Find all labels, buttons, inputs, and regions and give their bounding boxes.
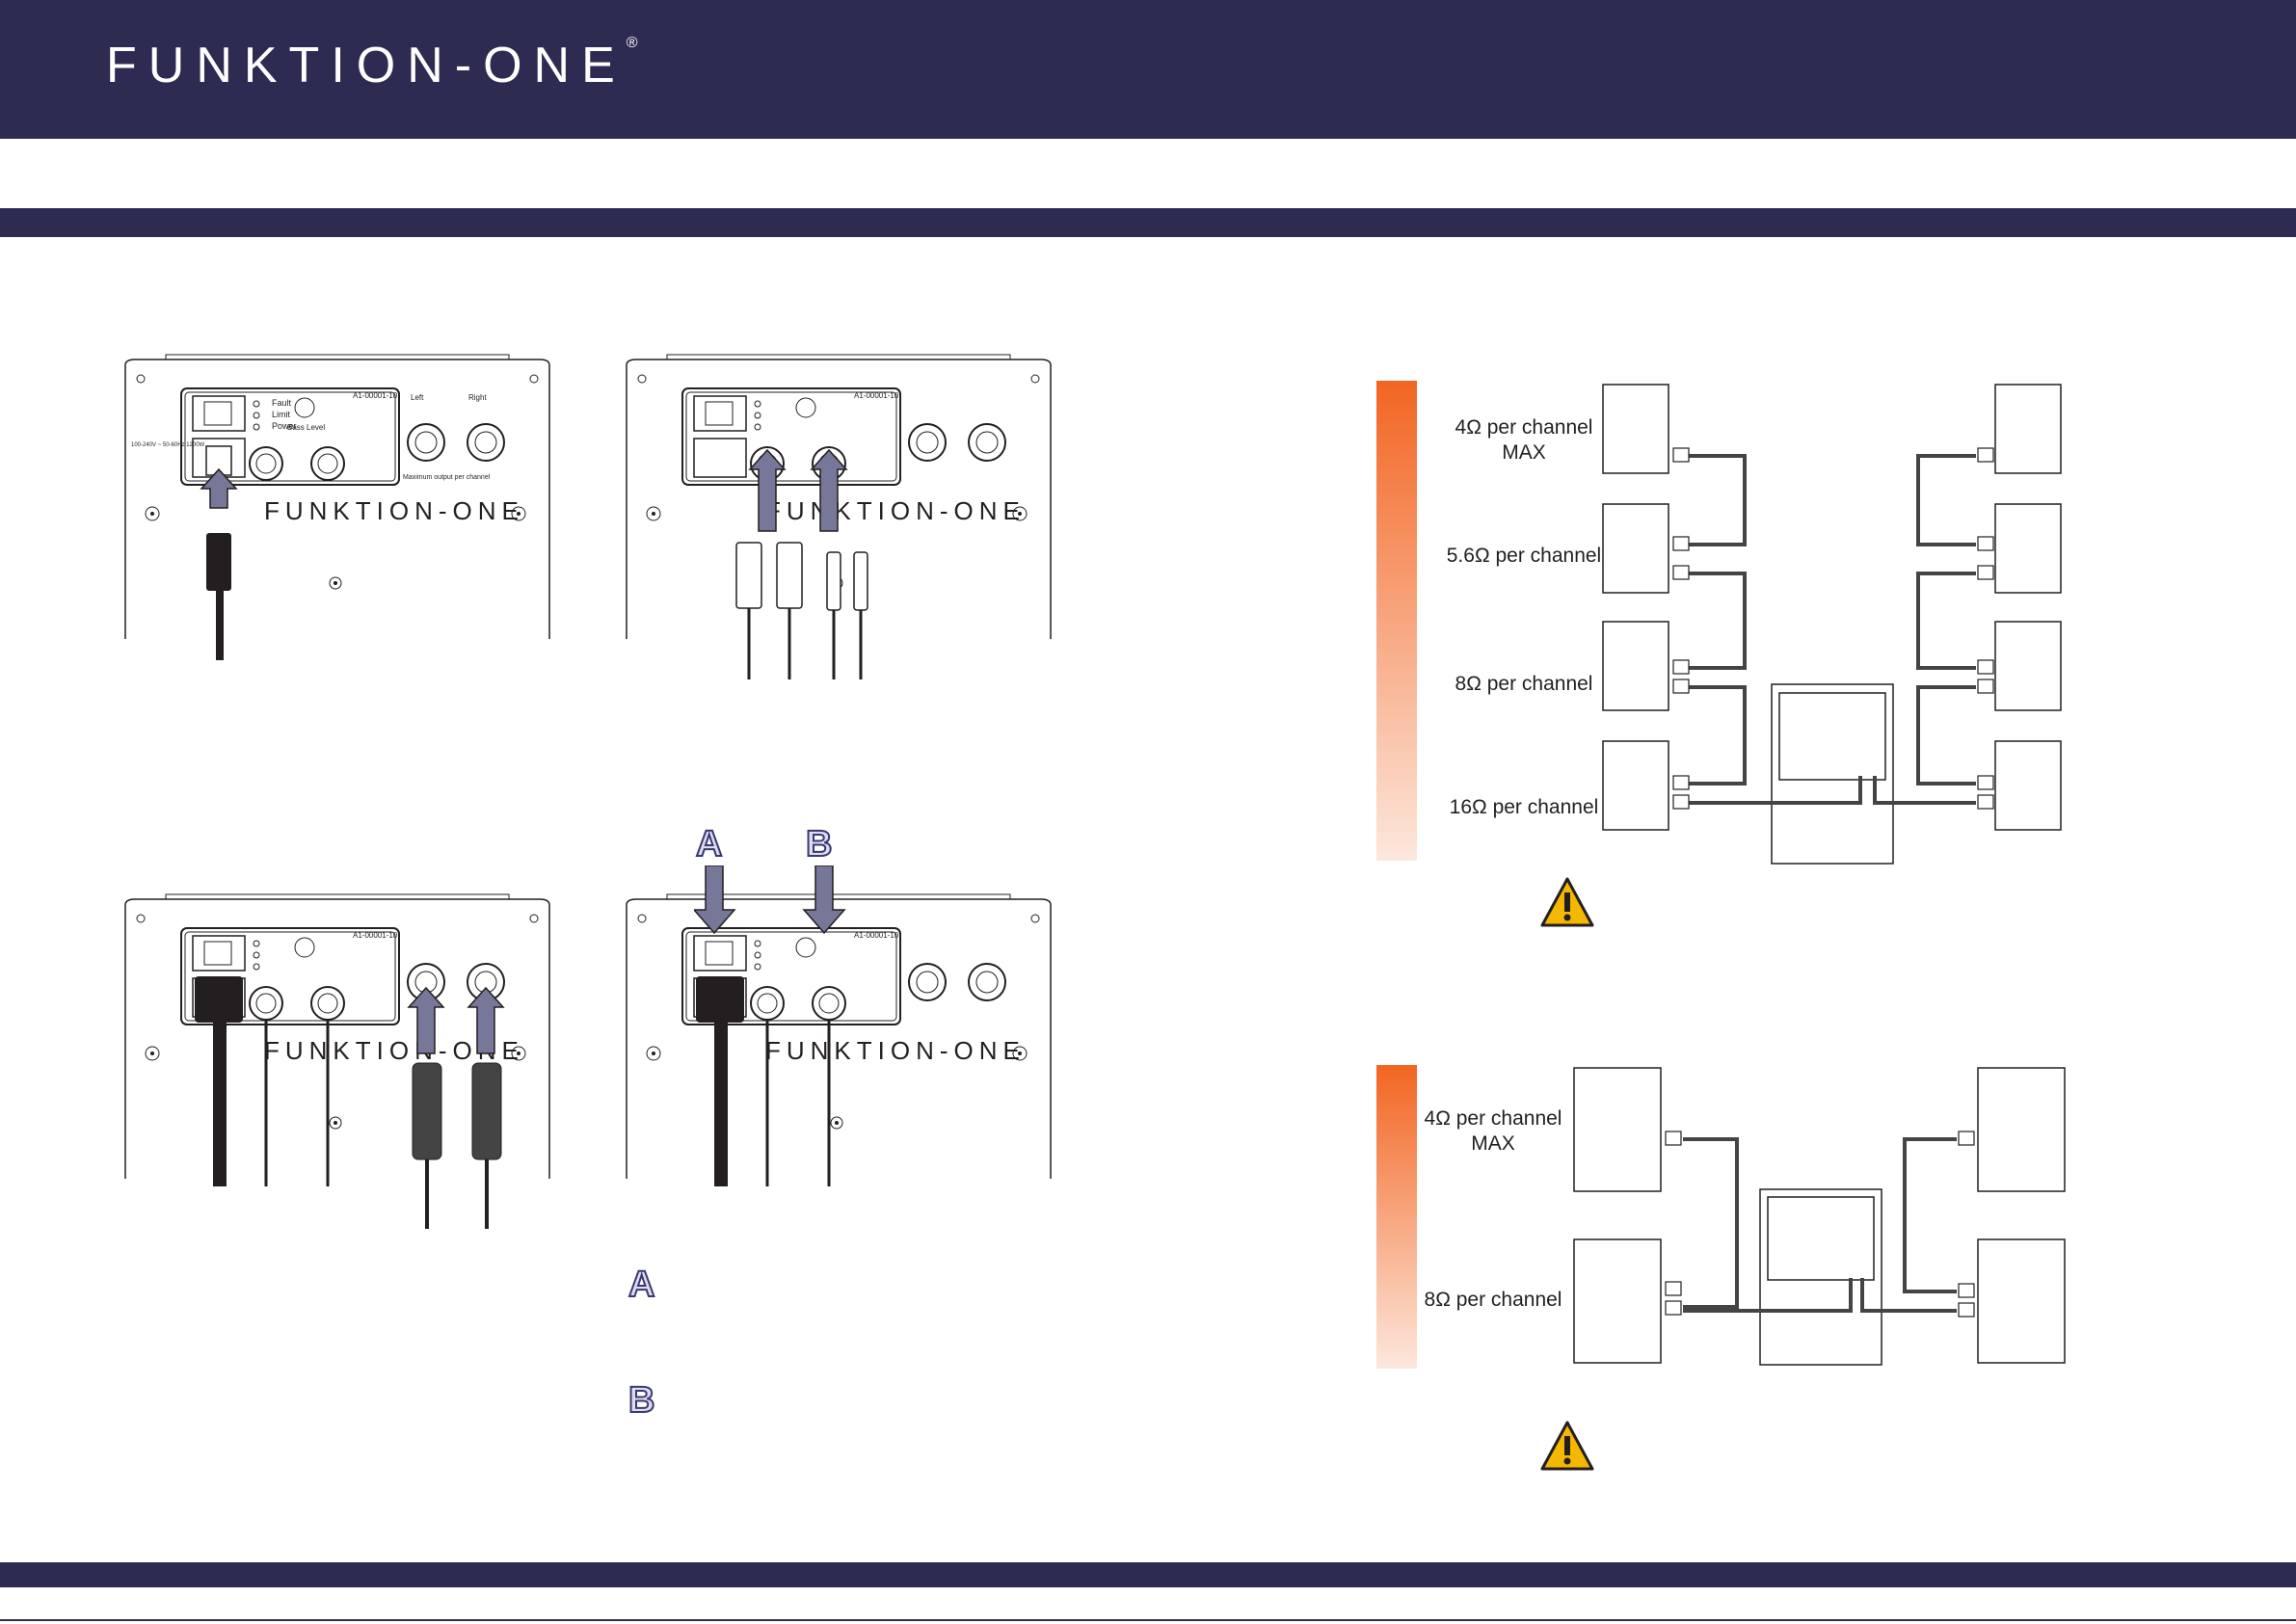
panel-logo: FUNKTION-ONE xyxy=(765,496,1026,525)
speaker-right-top xyxy=(1977,1067,2066,1192)
power-label: Power xyxy=(272,421,297,431)
label-5-6ohm: 5.6Ω per channel xyxy=(1446,545,1602,567)
header-bar: FUNKTION-ONE® xyxy=(0,0,2296,139)
warning-icon xyxy=(1540,1421,1594,1471)
section-band xyxy=(0,208,2296,237)
amp-panel-inputs: FUNKTION-ONE A1-00001-10 xyxy=(615,352,1058,679)
plug-arrow-icon xyxy=(200,467,238,509)
warning-icon xyxy=(1540,877,1594,927)
label-16ohm: 16Ω per channel xyxy=(1449,796,1599,818)
mains-label: 100-240V ~ 50-60Hz 1200W xyxy=(131,442,205,448)
legend-letter-a: A xyxy=(627,1264,655,1306)
brand-logo: FUNKTION-ONE® xyxy=(106,34,638,93)
impedance-gradient-top xyxy=(1376,381,1417,861)
jack-connector-2 xyxy=(853,551,868,611)
power-plug xyxy=(696,976,744,1023)
speaker-left-2 xyxy=(1602,503,1669,594)
speaker-right-1 xyxy=(1994,384,2062,474)
jack-connector-1 xyxy=(826,551,841,611)
amp-panel-power: FUNKTION-ONE Fault Limit Power A1-00001-… xyxy=(114,352,557,660)
footer-bar xyxy=(0,1562,2296,1587)
step-letter-a: A xyxy=(695,823,723,865)
switch-arrow-icon xyxy=(694,865,736,935)
footer-line xyxy=(0,1619,2296,1621)
input-arrow-left-icon xyxy=(748,448,787,532)
model-label: A1-00001-10 xyxy=(353,391,398,400)
speaker-left-1 xyxy=(1602,384,1669,474)
power-plug xyxy=(195,976,243,1023)
limit-label: Limit xyxy=(272,410,291,419)
amp-panel-controls: FUNKTION-ONE A1-00001-10 xyxy=(615,892,1058,1210)
power-cable xyxy=(714,1023,728,1186)
speaker-left-bottom xyxy=(1573,1238,1662,1364)
output-arrow-left-icon xyxy=(407,986,445,1054)
amp-panel-outputs: FUNKTION-ONE A1-00001-10 xyxy=(114,892,557,1229)
model-label: A1-00001-10 xyxy=(854,391,899,400)
max-output-label: Maximum output per channel xyxy=(403,474,491,481)
label-8ohm-bottom: 8Ω per channel xyxy=(1424,1289,1562,1311)
panel-logo: FUNKTION-ONE xyxy=(264,1036,524,1065)
power-cable xyxy=(213,1023,227,1186)
speakon-connector-1 xyxy=(412,1062,442,1160)
speakon-connector-2 xyxy=(471,1062,502,1160)
step-letter-b: B xyxy=(805,823,833,865)
speaker-right-4 xyxy=(1994,740,2062,831)
bass-level-label: Bass Level xyxy=(287,423,325,432)
xlr-connector-1 xyxy=(735,542,762,609)
power-cable xyxy=(216,591,224,660)
model-label: A1-00001-10 xyxy=(854,931,899,940)
speaker-right-bottom xyxy=(1977,1238,2066,1364)
speaker-left-top xyxy=(1573,1067,1662,1192)
label-8ohm: 8Ω per channel xyxy=(1455,673,1593,695)
left-output-label: Left xyxy=(411,393,424,402)
impedance-gradient-bottom xyxy=(1376,1065,1417,1369)
wiring-diagram-top xyxy=(1602,384,2062,865)
input-arrow-right-icon xyxy=(810,448,848,532)
speaker-left-3 xyxy=(1602,621,1669,711)
panel-logo: FUNKTION-ONE xyxy=(765,1036,1026,1065)
output-arrow-right-icon xyxy=(467,986,505,1054)
panel-logo: FUNKTION-ONE xyxy=(264,496,524,525)
speaker-left-4 xyxy=(1602,740,1669,831)
fault-label: Fault xyxy=(272,398,292,408)
speaker-right-2 xyxy=(1994,503,2062,594)
wiring-diagram-bottom xyxy=(1573,1067,2066,1366)
power-plug xyxy=(206,533,231,591)
step-arrows xyxy=(694,865,846,935)
model-label: A1-00001-10 xyxy=(353,931,398,940)
right-output-label: Right xyxy=(468,393,487,402)
legend-letter-b: B xyxy=(627,1379,655,1422)
xlr-connector-2 xyxy=(776,542,803,609)
speaker-right-3 xyxy=(1994,621,2062,711)
bass-arrow-icon xyxy=(802,865,846,935)
